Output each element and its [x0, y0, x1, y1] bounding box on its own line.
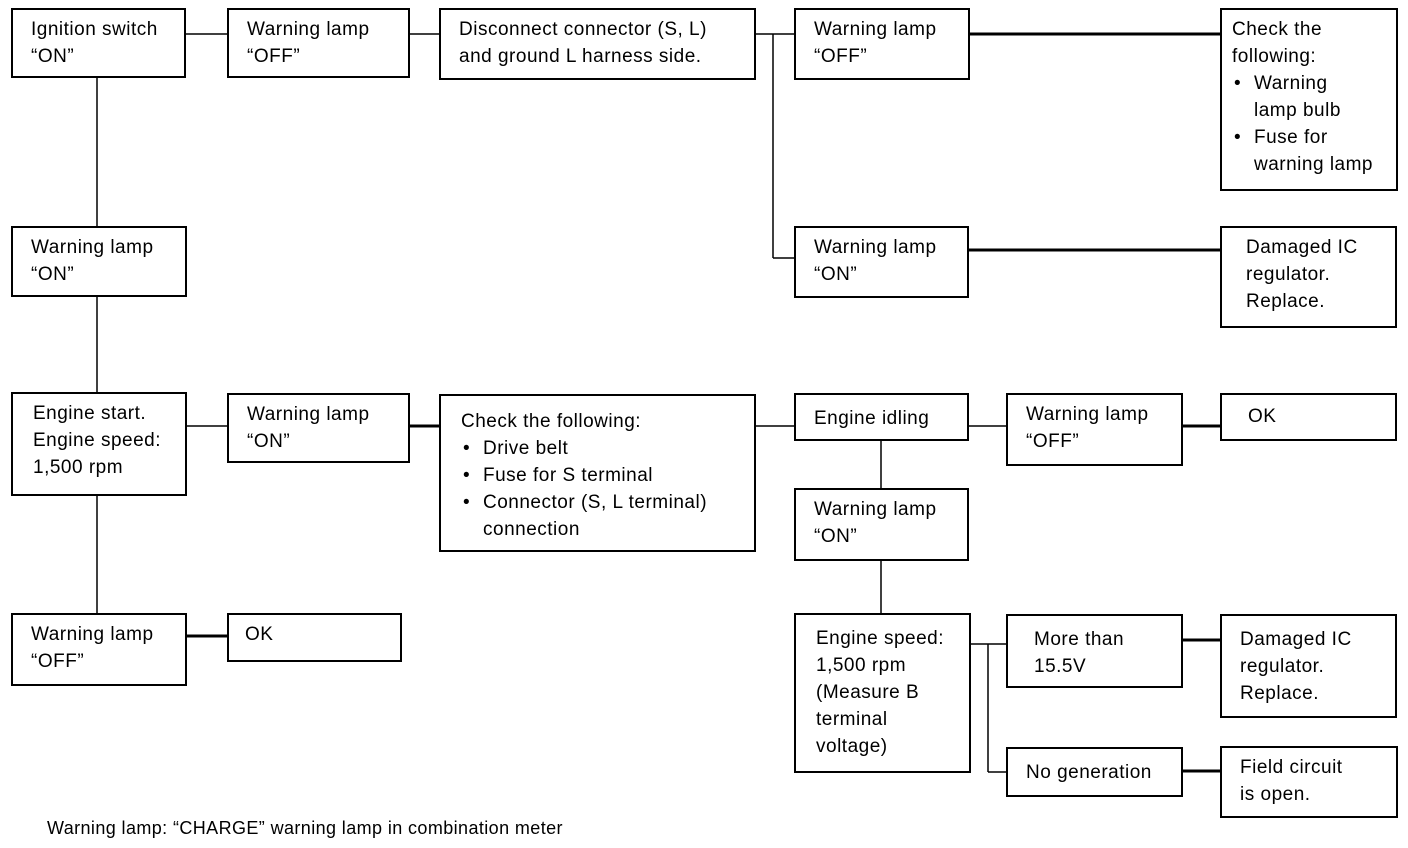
box-text: Engine start. [33, 403, 147, 424]
box-text: lamp bulb [1254, 100, 1341, 121]
box-text: Drive belt [483, 438, 569, 459]
warning-lamp-on-idle-box: Warning lamp “ON” [794, 488, 969, 561]
box-text: “ON” [247, 431, 291, 452]
box-text: terminal [816, 709, 888, 730]
box-text: “ON” [31, 264, 75, 285]
warning-lamp-off-result-box: Warning lamp “OFF” [794, 8, 970, 80]
box-text: Warning lamp [1026, 404, 1149, 425]
box-text: regulator. [1246, 264, 1331, 285]
box-text: “OFF” [1026, 431, 1080, 452]
warning-lamp-on-box: Warning lamp “ON” [11, 226, 187, 297]
box-text: Replace. [1240, 683, 1319, 704]
ignition-switch-on-box: Ignition switch “ON” [11, 8, 186, 78]
box-text: Field circuit [1240, 757, 1343, 778]
box-text: Warning lamp [814, 499, 937, 520]
damaged-ic-regulator-box: Damaged IC regulator. Replace. [1220, 226, 1397, 328]
warning-lamp-off-idle-box: Warning lamp “OFF” [1006, 393, 1183, 466]
box-text: regulator. [1240, 656, 1325, 677]
warning-lamp-on-result-box: Warning lamp “ON” [794, 226, 969, 298]
box-text: Warning lamp [247, 404, 370, 425]
box-text: More than [1034, 629, 1125, 650]
more-than-15-5v-box: More than 15.5V [1006, 614, 1183, 688]
box-text: and ground L harness side. [459, 46, 702, 67]
box-text: Engine idling [814, 408, 930, 429]
box-text: Warning lamp [31, 237, 154, 258]
engine-idling-box: Engine idling [794, 393, 969, 441]
box-text: “OFF” [814, 46, 868, 67]
check-drive-belt-box: Check the following: Drive belt Fuse for… [439, 394, 756, 552]
box-text: “ON” [814, 264, 858, 285]
box-text: 15.5V [1034, 656, 1087, 677]
check-list: Drive belt Fuse for S terminal Connector… [461, 435, 744, 543]
box-text: Warning lamp [247, 19, 370, 40]
box-text: Engine speed: [33, 430, 161, 451]
box-text: is open. [1240, 784, 1311, 805]
warning-lamp-off-box: Warning lamp “OFF” [227, 8, 410, 78]
box-text: Fuse for S terminal [483, 465, 653, 486]
box-text: Check the following: [461, 411, 642, 432]
box-text: Fuse for [1254, 127, 1328, 148]
disconnect-connector-box: Disconnect connector (S, L) and ground L… [439, 8, 756, 80]
box-text: No generation [1026, 762, 1152, 783]
box-text: (Measure B [816, 682, 920, 703]
warning-lamp-on-engine-box: Warning lamp “ON” [227, 393, 410, 463]
box-text: Connector (S, L terminal) [483, 492, 708, 513]
box-text: Warning lamp [814, 237, 937, 258]
box-text: “OFF” [247, 46, 301, 67]
box-text: “ON” [31, 46, 75, 67]
box-text: “OFF” [31, 651, 85, 672]
warning-lamp-off-bottom-box: Warning lamp “OFF” [11, 613, 187, 686]
box-text: “ON” [814, 526, 858, 547]
check-item: Fuse for S terminal [461, 462, 744, 489]
box-text: Replace. [1246, 291, 1325, 312]
no-generation-box: No generation [1006, 747, 1183, 797]
engine-speed-measure-box: Engine speed: 1,500 rpm (Measure B termi… [794, 613, 971, 773]
check-item: Connector (S, L terminal) connection [461, 489, 744, 543]
field-circuit-open-box: Field circuit is open. [1220, 746, 1398, 818]
box-text: Engine speed: [816, 628, 944, 649]
ok-idle-box: OK [1220, 393, 1397, 441]
box-text: OK [1248, 406, 1277, 427]
box-text: OK [245, 624, 274, 645]
check-item: Drive belt [461, 435, 744, 462]
box-text: Ignition switch [31, 19, 158, 40]
ok-bottom-box: OK [227, 613, 402, 662]
box-text: Warning [1254, 73, 1328, 94]
box-text: voltage) [816, 736, 888, 757]
check-item: Warning lamp bulb [1232, 70, 1386, 124]
engine-start-box: Engine start. Engine speed: 1,500 rpm [11, 392, 187, 496]
box-text: Damaged IC [1246, 237, 1358, 258]
box-text: Disconnect connector (S, L) [459, 19, 707, 40]
box-text: following: [1232, 46, 1317, 67]
check-item: Fuse for warning lamp [1232, 124, 1386, 178]
box-text: 1,500 rpm [816, 655, 907, 676]
box-text: Warning lamp [814, 19, 937, 40]
box-text: Check the [1232, 19, 1323, 40]
box-text: warning lamp [1254, 154, 1373, 175]
footnote: Warning lamp: “CHARGE” warning lamp in c… [47, 818, 563, 838]
box-text: 1,500 rpm [33, 457, 124, 478]
box-text: Warning lamp [31, 624, 154, 645]
check-list: Warning lamp bulb Fuse for warning lamp [1232, 70, 1386, 178]
box-text: connection [483, 519, 580, 540]
check-bulb-fuse-box: Check the following: Warning lamp bulb F… [1220, 8, 1398, 191]
box-text: Damaged IC [1240, 629, 1352, 650]
damaged-ic-regulator-box-2: Damaged IC regulator. Replace. [1220, 614, 1397, 718]
